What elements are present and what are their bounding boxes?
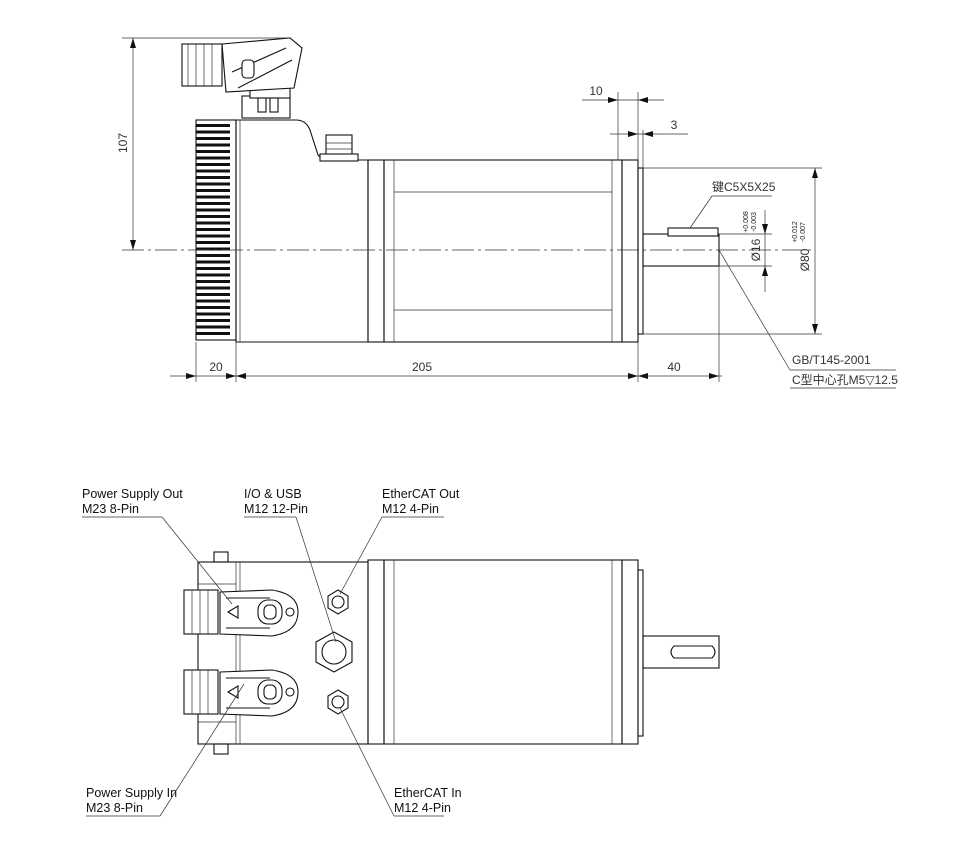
heatsink-fin [196,130,230,134]
heatsink-fin [196,286,230,290]
heatsink-fin [196,241,230,244]
power-out-title: Power Supply Out [82,487,183,501]
top-motor-flange [621,559,639,745]
dim-bottom: 20 205 40 [170,266,722,382]
heatsink-fin [196,267,230,270]
power-in-title: Power Supply In [86,786,177,800]
dim-offset3-label: 3 [671,118,678,132]
dim-shaft-dia: Ø16 +0.008 -0.003 [719,210,772,292]
heatsink-fin [196,325,230,329]
heatsink-fin [196,306,230,309]
key-spec-label: 键C5X5X25 [712,180,776,194]
top-connector [181,37,303,119]
heatsink-fin [196,195,230,199]
shaft-key [667,227,719,237]
heatsink-fin [196,254,230,257]
ethercat-in-title: EtherCAT In [394,786,462,800]
center-hole-label: C型中心孔M5▽12.5 [792,372,898,387]
motor-flange [621,159,639,343]
dim-shaft-tol-lower: -0.003 [751,212,758,232]
power-out-spec: M23 8-Pin [82,502,139,516]
io-usb-title: I/O & USB [244,487,302,501]
center-hole-callout: GB/T145-2001 C型中心孔M5▽12.5 [718,249,898,389]
power-out-connector [183,589,299,637]
heatsink-fin [196,312,230,316]
heatsink-fin [196,299,230,303]
io-usb-spec: M12 12-Pin [244,502,308,516]
dim-offset10-label: 10 [589,84,603,98]
dim-height-label: 107 [116,133,130,153]
dim-flange-dia: Ø80 +0.012 -0.007 [643,167,822,335]
top-motor-body [383,559,623,745]
side-view: 107 20 205 40 10 [116,37,898,389]
dim-height: 107 [116,37,290,250]
motor-endcap-rear [367,159,385,343]
heatsink-fin [196,156,230,160]
callout-leaders [82,516,444,817]
heatsink-fin [196,182,230,186]
top-motor-endcap [367,559,385,745]
top-motor-shaft [642,635,720,669]
heatsink-fin [196,228,230,231]
power-in-connector [183,669,299,717]
heatsink-fins [196,124,230,335]
dim-length-label: 205 [412,360,432,374]
standard-label: GB/T145-2001 [792,353,871,367]
heatsink-fin [196,234,230,238]
io-usb-port [315,631,353,673]
key-callout: 键C5X5X25 [689,180,776,229]
heatsink-fin [196,163,230,166]
ethercat-in-spec: M12 4-Pin [394,801,451,815]
small-connector [319,134,359,162]
heatsink-fin [196,247,230,251]
ethercat-out-title: EtherCAT Out [382,487,460,501]
heatsink-fin [196,221,230,225]
dim-flange-tol-lower: -0.007 [800,222,807,242]
dim-shaft-dia-label: Ø16 [749,238,763,261]
dim-width-label: 20 [209,360,223,374]
heatsink-fin [196,215,230,218]
dim-top-right: 10 3 [582,84,688,168]
heatsink-fin [196,143,230,147]
heatsink-fin [196,124,230,127]
dim-flange-tol-upper: +0.012 [792,221,799,243]
motor-body [383,159,623,343]
dim-shaft-label: 40 [667,360,681,374]
dim-flange-dia-label: Ø80 [798,248,812,271]
ethercat-out-spec: M12 4-Pin [382,502,439,516]
heatsink-fin [196,260,230,264]
top-shaft-keyway [670,645,716,659]
heatsink-fin [196,176,230,179]
heatsink-fin [196,189,230,192]
heatsink-fin [196,169,230,173]
heatsink-fin [196,202,230,205]
top-view: Power Supply Out M23 8-Pin I/O & USB M12… [82,487,720,817]
power-in-spec: M23 8-Pin [86,801,143,815]
heatsink-fin [196,293,230,296]
heatsink-fin [196,332,230,335]
heatsink-fin [196,319,230,322]
heatsink-fin [196,273,230,277]
ethercat-in-port [327,689,349,715]
heatsink-fin [196,150,230,153]
dim-shaft-tol-upper: +0.008 [743,211,750,233]
heatsink-fin [196,280,230,283]
heatsink-fin [196,208,230,212]
ethercat-out-port [327,589,349,615]
heatsink-fin [196,137,230,140]
